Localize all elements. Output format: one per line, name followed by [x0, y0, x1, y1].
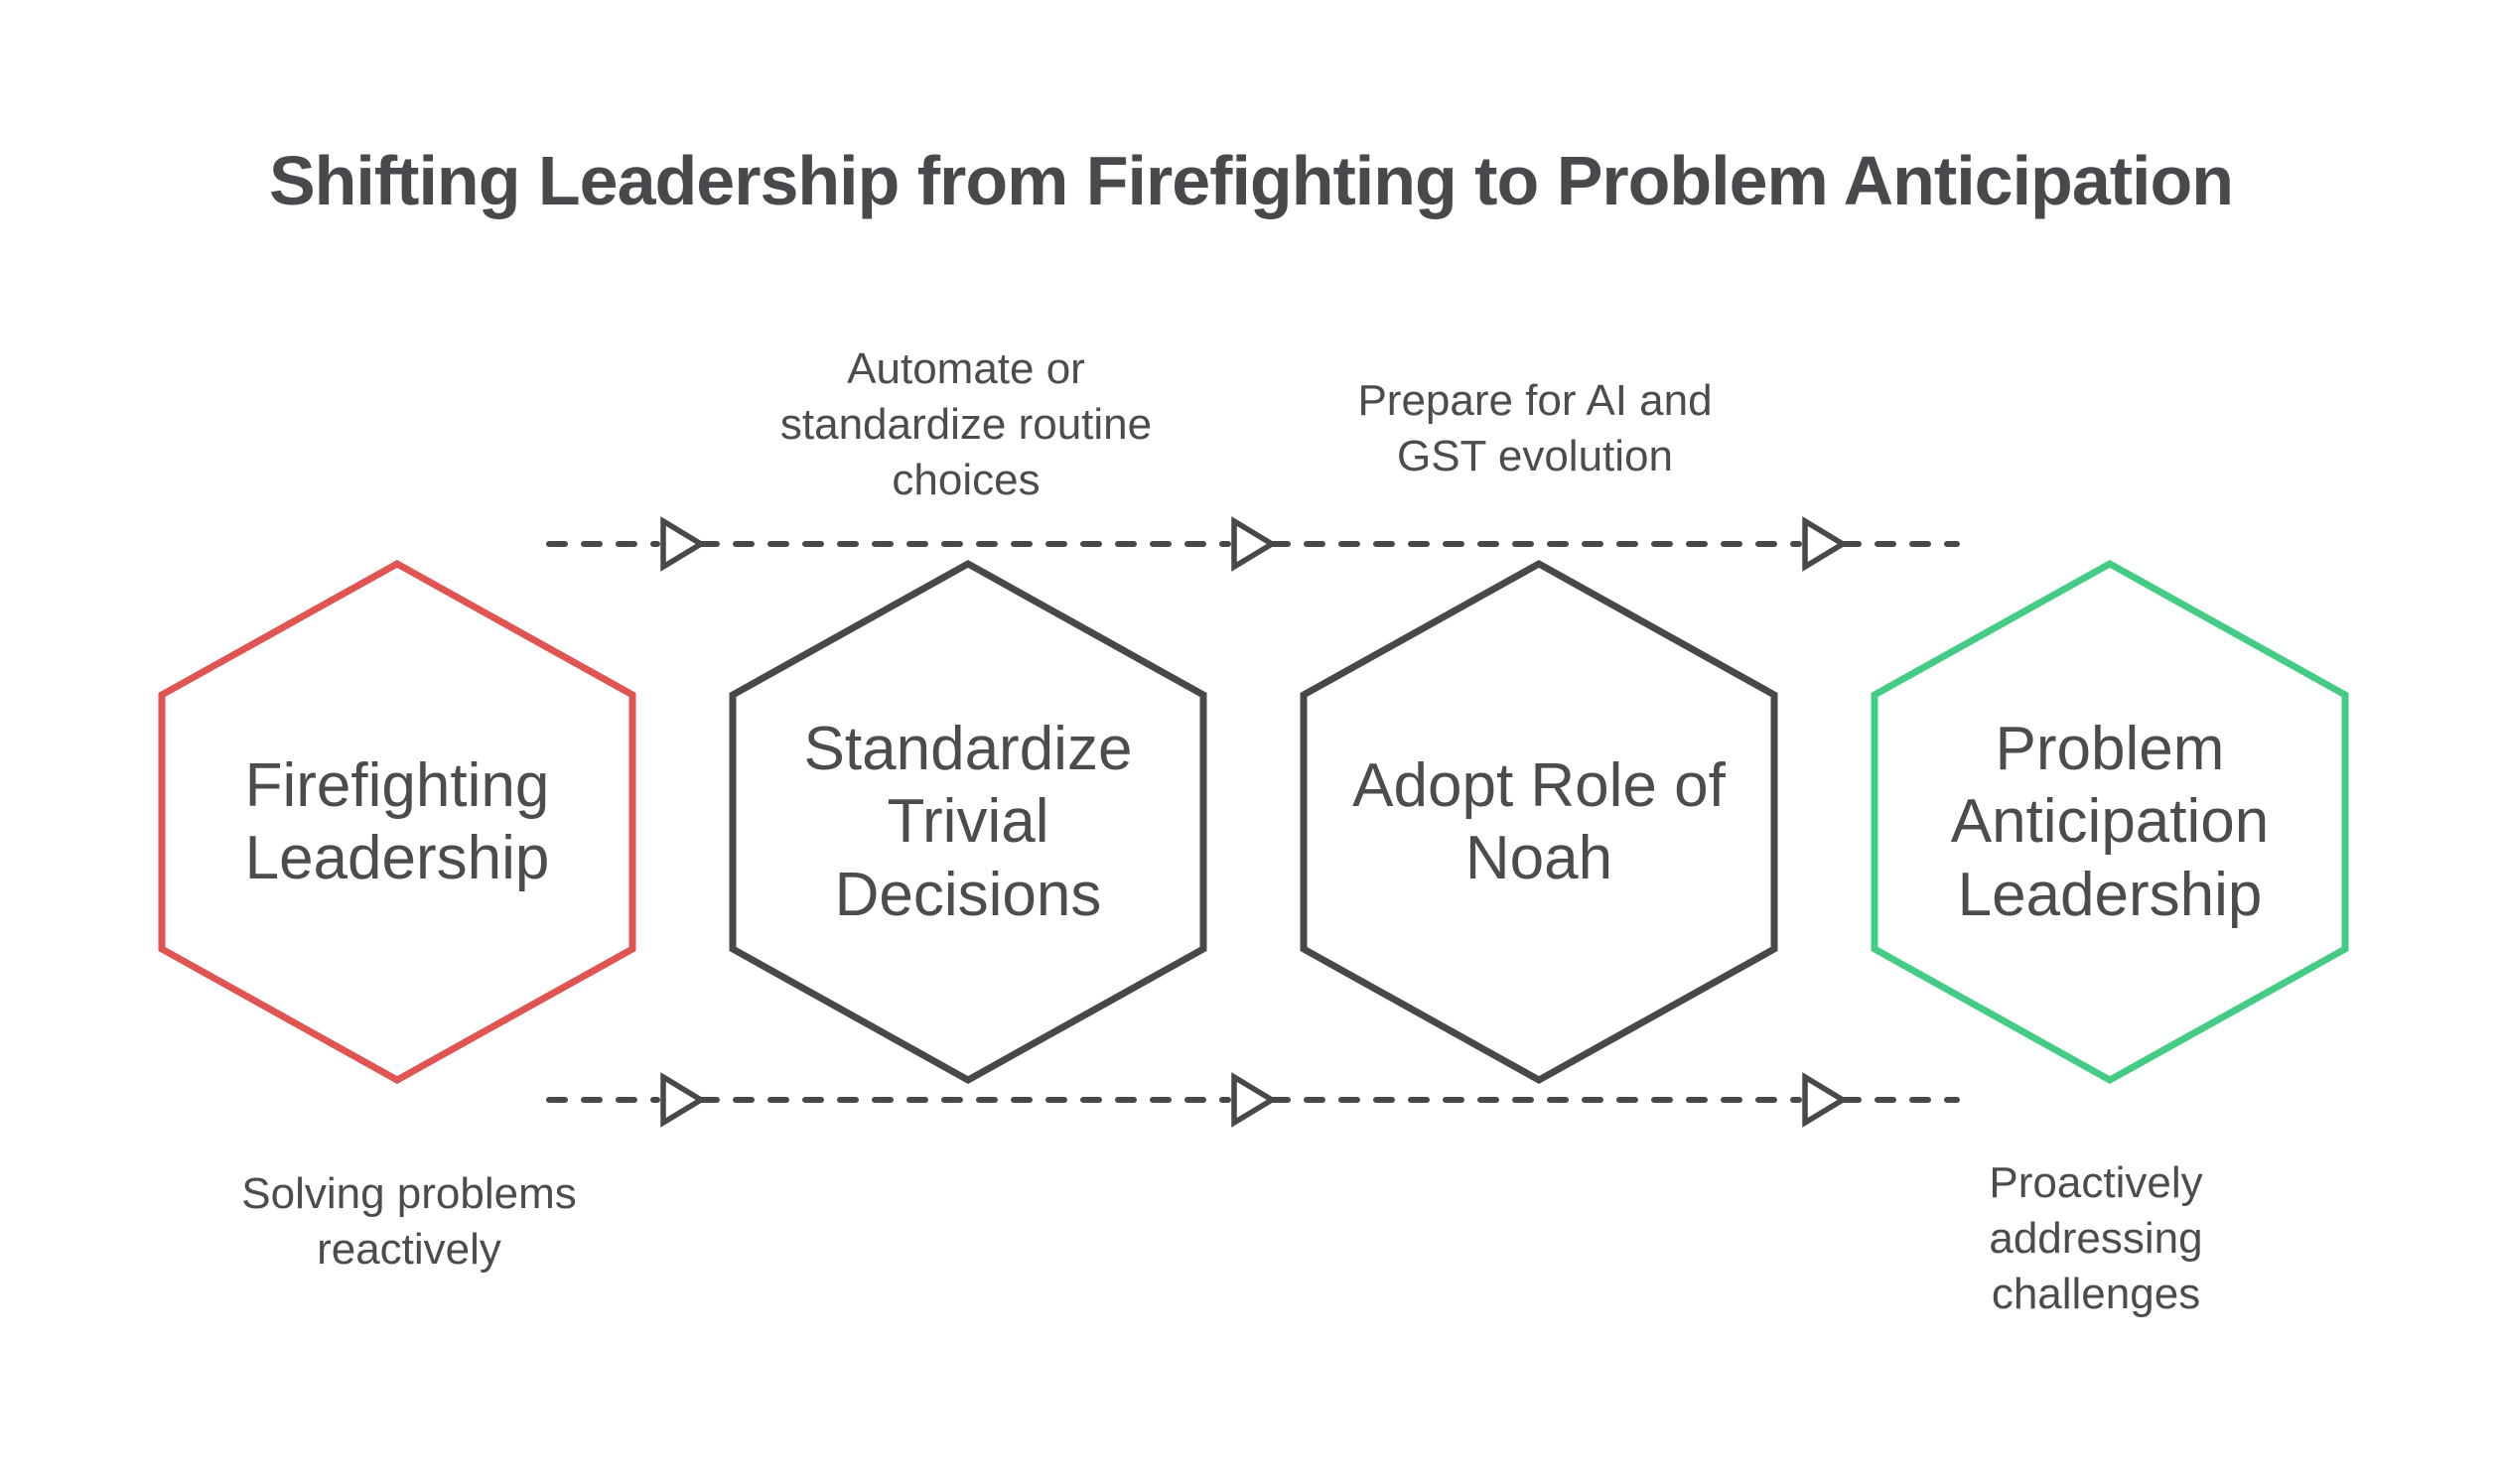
- arrow-right-icon: [1802, 516, 1849, 572]
- page-title: Shifting Leadership from Firefighting to…: [268, 142, 2234, 219]
- hexagon-label-firefighting-leadership: Firefighting Leadership: [244, 750, 550, 892]
- hexagon-standardize-trivial-decisions: [729, 559, 1207, 1085]
- hexagon-adopt-role-of-noah: [1300, 559, 1778, 1085]
- annotation-prepare-ai-gst: Prepare for AI and GST evolution: [1357, 376, 1713, 480]
- arrow-right-icon: [660, 1072, 707, 1128]
- hexagon-label-adopt-role-of-noah: Adopt Role of Noah: [1352, 750, 1726, 892]
- arrow-right-icon: [1231, 516, 1278, 572]
- arrow-right-icon: [1231, 1072, 1278, 1128]
- arrow-right-icon: [1802, 1072, 1849, 1128]
- annotation-solving-reactively: Solving problems reactively: [241, 1169, 577, 1274]
- hexagon-label-problem-anticipation-leadership: Problem Anticipation Leadership: [1950, 715, 2270, 929]
- bottom-dashed-connector: [546, 1072, 1960, 1128]
- annotation-automate-standardize: Automate or standardize routine choices: [779, 344, 1153, 504]
- hexagon-firefighting-leadership: [158, 559, 636, 1085]
- hexagon-label-standardize-trivial-decisions: Standardize Trivial Decisions: [803, 715, 1133, 929]
- top-dashed-connector: [546, 516, 1960, 572]
- hexagon-problem-anticipation-leadership: [1871, 559, 2349, 1085]
- arrow-right-icon: [660, 516, 707, 572]
- annotation-proactively-addressing: Proactively addressing challenges: [1989, 1158, 2203, 1318]
